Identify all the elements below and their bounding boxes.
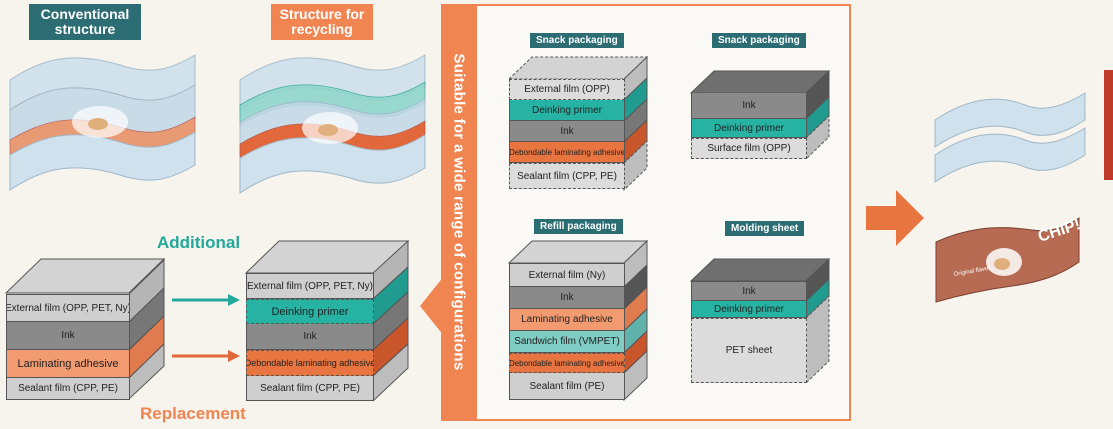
recycling-stack-side (373, 240, 409, 402)
separated-films-illustration (934, 92, 1086, 183)
replacement-arrow (172, 350, 240, 362)
refill-external-film: External film (Ny) (509, 263, 625, 287)
panel-pointer-arrow (420, 276, 444, 336)
conv-layer-laminating-adhesive: Laminating adhesive (6, 350, 130, 378)
conventional-films-illustration (9, 54, 196, 191)
conventional-stack-side (129, 258, 165, 400)
configurations-band (441, 4, 477, 421)
molding-pet-sheet: PET sheet (691, 318, 807, 383)
refill-debondable-adhesive: Debondable laminating adhesive (509, 353, 625, 373)
molding-deinking-primer: Deinking primer (691, 301, 807, 318)
molding-ink: Ink (691, 281, 807, 301)
conv-layer-ink: Ink (6, 322, 130, 350)
snack1-debondable-adhesive: Debondable laminating adhesive (509, 142, 625, 163)
refill-stack-3d (508, 240, 648, 402)
conventional-structure-header: Conventional structure (29, 4, 141, 40)
chip-package-illustration: CHIP! Original flavor (935, 216, 1082, 303)
rec-layer-debondable-adhesive: Debondable laminating adhesive (246, 350, 374, 376)
result-arrow (866, 190, 924, 246)
rec-layer-ink: Ink (246, 324, 374, 350)
replacement-label: Replacement (140, 404, 246, 423)
recycling-structure-header: Structure for recycling (271, 4, 373, 40)
additional-label: Additional (157, 233, 241, 252)
configurations-vertical-label: Suitable for a wide range of configurati… (450, 53, 468, 371)
snack1-sealant-film: Sealant film (CPP, PE) (509, 163, 625, 189)
rec-layer-external-film: External film (OPP, PET, Ny) (246, 273, 374, 299)
edge-accent-bar (1104, 70, 1113, 180)
rec-layer-sealant-film: Sealant film (CPP, PE) (246, 376, 374, 401)
snack2-deinking-primer: Deinking primer (691, 119, 807, 138)
snack1-deinking-primer: Deinking primer (509, 100, 625, 121)
conv-layer-sealant-film: Sealant film (CPP, PE) (6, 378, 130, 400)
refill-ink: Ink (509, 287, 625, 309)
snack2-ink: Ink (691, 93, 807, 119)
conv-layer-external-film: External film (OPP, PET, Ny) (6, 294, 130, 322)
snack2-surface-film: Surface film (OPP) (691, 138, 807, 159)
molding-stack-3d (690, 258, 830, 385)
snack-packaging-1-title: Snack packaging (530, 33, 624, 48)
snack1-external-film: External film (OPP) (509, 79, 625, 100)
snack2-stack-3d (690, 70, 830, 161)
refill-laminating-adhesive: Laminating adhesive (509, 309, 625, 331)
recycling-films-illustration (239, 54, 426, 194)
molding-sheet-title: Molding sheet (725, 221, 805, 236)
refill-sealant-film: Sealant film (PE) (509, 373, 625, 400)
refill-sandwich-film: Sandwich film (VMPET) (509, 331, 625, 353)
snack1-ink: Ink (509, 121, 625, 142)
snack-packaging-2-title: Snack packaging (712, 33, 806, 48)
additional-arrow (172, 294, 240, 306)
refill-packaging-title: Refill packaging (534, 219, 623, 234)
rec-layer-deinking-primer: Deinking primer (246, 299, 374, 324)
